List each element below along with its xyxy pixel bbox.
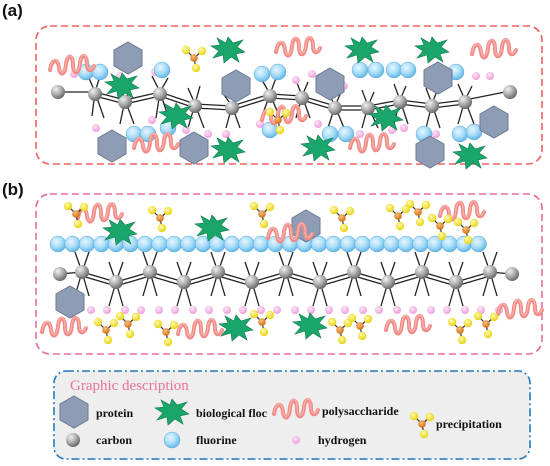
panel-label-a: (a)	[2, 1, 23, 20]
legend-label-carbon: carbon	[96, 433, 132, 447]
legend-label-polysaccharide: polysaccharide	[322, 404, 399, 418]
panel-b-hydrogens	[69, 306, 503, 314]
fluorine-icon	[163, 431, 181, 449]
legend-label-fluorine: fluorine	[196, 433, 237, 447]
legend-label-precipitation: precipitation	[436, 417, 502, 431]
hydrogen-icon	[292, 436, 300, 444]
carbon-icon	[66, 433, 80, 447]
legend-title: Graphic description	[70, 378, 189, 394]
legend-label-hydrogen: hydrogen	[318, 433, 367, 447]
panel-b-carbons	[53, 265, 519, 289]
panel-label-b: (b)	[2, 180, 24, 199]
panel-a-frame	[35, 25, 543, 165]
legend-label-protein: protein	[96, 406, 133, 420]
legend: Graphic description protein biological f…	[53, 370, 531, 460]
legend-label-biological-floc: biological floc	[196, 406, 268, 420]
panel-b-frame	[35, 193, 543, 355]
panel-b-proteins	[55, 209, 321, 319]
